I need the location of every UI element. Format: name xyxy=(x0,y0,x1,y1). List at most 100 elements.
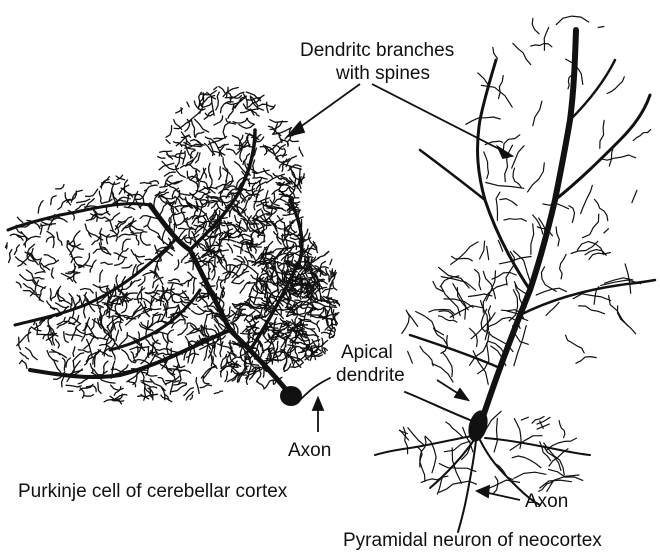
pyramidal-neuron xyxy=(375,16,655,532)
purkinje-spiny-branchlet xyxy=(116,330,118,340)
pyramidal-thin-dendrite xyxy=(500,257,532,264)
pyramidal-thin-dendrite xyxy=(589,253,610,260)
pyramidal-thin-dendrite xyxy=(450,306,484,318)
apical-pointer-arrowhead xyxy=(455,389,468,400)
pyramidal-thin-dendrite xyxy=(579,306,605,314)
purkinje-spiny-branchlet xyxy=(100,228,102,245)
axon-pyramidal-pointer-arrowhead xyxy=(477,486,489,497)
purkinje-spiny-branchlet xyxy=(216,92,219,110)
purkinje-spiny-branchlet xyxy=(84,395,94,397)
purkinje-spiny-branchlet xyxy=(221,193,223,205)
purkinje-spiny-branchlet xyxy=(138,277,145,287)
pyramidal-thin-dendrite xyxy=(536,288,566,295)
pyramidal-thin-dendrite xyxy=(505,145,513,182)
apical-label-line2: dendrite xyxy=(336,365,405,386)
purkinje-spiny-branchlet xyxy=(147,374,157,376)
purkinje-spiny-branchlet xyxy=(131,279,141,285)
pyramidal-thin-dendrite xyxy=(439,481,476,492)
purkinje-axon xyxy=(300,378,330,400)
purkinje-spiny-branchlet xyxy=(158,157,165,159)
purkinje-spiny-branchlet xyxy=(86,189,98,196)
purkinje-spiny-branchlet xyxy=(44,255,56,262)
pyramidal-thin-dendrite xyxy=(607,77,624,94)
purkinje-spiny-branchlet xyxy=(257,189,263,197)
purkinje-spiny-branchlet xyxy=(228,105,234,119)
pyramidal-thin-dendrite xyxy=(528,163,545,192)
pyramidal-thin-dendrite xyxy=(566,335,585,353)
purkinje-spiny-branchlet xyxy=(253,160,255,178)
purkinje-spiny-branchlet xyxy=(175,260,179,270)
purkinje-spiny-branchlet xyxy=(100,340,112,345)
purkinje-spiny-branchlet xyxy=(57,318,70,329)
purkinje-spiny-branchlet xyxy=(216,277,219,290)
pyramidal-thin-dendrite xyxy=(559,421,565,438)
purkinje-spiny-branchlet xyxy=(188,109,202,122)
purkinje-spiny-branchlet xyxy=(227,307,230,316)
purkinje-spiny-branchlet xyxy=(86,323,98,339)
pyramidal-thin-dendrite xyxy=(556,227,559,246)
purkinje-spiny-branchlet xyxy=(56,185,64,189)
purkinje-spiny-branchlet xyxy=(299,147,303,156)
purkinje-spiny-branchlet xyxy=(66,334,83,337)
purkinje-spiny-branchlet xyxy=(136,236,139,245)
purkinje-spiny-branchlet xyxy=(253,177,267,179)
pyramidal-basal-dendrite xyxy=(430,440,474,488)
pyramidal-thin-dendrite xyxy=(504,219,526,221)
purkinje-spiny-branchlet xyxy=(38,201,43,213)
purkinje-spiny-branchlet xyxy=(118,217,131,222)
purkinje-spiny-branchlet xyxy=(170,383,173,395)
purkinje-spiny-branchlet xyxy=(59,300,72,305)
pyramidal-basal-dendrite xyxy=(375,436,472,455)
purkinje-spiny-branchlet xyxy=(147,225,160,238)
purkinje-spiny-branchlet xyxy=(322,289,332,293)
purkinje-spiny-branchlet xyxy=(28,327,32,342)
purkinje-spiny-branchlet xyxy=(9,250,12,263)
purkinje-branch xyxy=(15,240,175,325)
purkinje-spiny-branchlet xyxy=(141,287,143,300)
purkinje-spiny-branchlet xyxy=(328,284,331,303)
purkinje-spiny-branchlet xyxy=(20,360,23,363)
purkinje-spiny-branchlet xyxy=(85,224,91,237)
purkinje-spiny-branchlet xyxy=(227,149,236,153)
pyramidal-thin-dendrite xyxy=(486,271,495,301)
pyramidal-thin-dendrite xyxy=(478,73,489,86)
purkinje-spiny-branchlet xyxy=(73,347,75,357)
purkinje-spiny-branchlet xyxy=(160,151,172,152)
purkinje-spiny-branchlet xyxy=(20,352,29,359)
pyramidal-basal-dendrite xyxy=(485,438,590,455)
purkinje-spiny-branchlet xyxy=(115,259,125,266)
pyramidal-thin-dendrite xyxy=(512,456,541,468)
purkinje-spiny-branchlet xyxy=(168,283,183,286)
purkinje-spiny-branchlet xyxy=(318,251,329,258)
purkinje-spiny-branchlet xyxy=(35,272,45,274)
pyramidal-thin-dendrite xyxy=(420,463,425,482)
purkinje-spiny-branchlet xyxy=(233,118,248,123)
purkinje-spiny-branchlet xyxy=(99,191,101,203)
purkinje-spiny-branchlet xyxy=(254,196,256,210)
pyramidal-thin-dendrite xyxy=(581,185,593,213)
purkinje-spiny-branchlet xyxy=(63,358,66,370)
purkinje-spiny-branchlet xyxy=(169,279,180,282)
purkinje-spiny-branchlet xyxy=(270,120,287,123)
purkinje-spiny-branchlet xyxy=(140,233,150,245)
purkinje-spiny-branchlet xyxy=(188,277,193,287)
pyramidal-thin-dendrite xyxy=(600,120,604,148)
purkinje-spiny-branchlet xyxy=(214,342,216,357)
purkinje-spiny-branchlet xyxy=(122,265,132,268)
pyramidal-thin-dendrite xyxy=(493,47,498,58)
pyramidal-thin-dendrite xyxy=(531,224,534,255)
dendrites-label-line2: with spines xyxy=(335,63,430,84)
purkinje-spiny-branchlet xyxy=(191,120,194,137)
purkinje-spiny-branchlet xyxy=(100,270,103,282)
purkinje-spiny-branchlet xyxy=(50,286,60,299)
purkinje-spiny-branchlet xyxy=(243,154,250,165)
purkinje-spiny-branchlet xyxy=(181,280,192,284)
purkinje-spiny-branchlet xyxy=(166,140,170,144)
purkinje-spiny-branchlet xyxy=(184,388,194,396)
purkinje-spiny-branchlet xyxy=(143,381,145,400)
dendrite-pointer-arrowhead-right xyxy=(498,147,512,158)
purkinje-spiny-branchlet xyxy=(42,222,56,225)
pyramidal-thin-dendrite xyxy=(439,316,458,322)
purkinje-spiny-branchlet xyxy=(93,284,108,288)
pyramidal-thin-dendrite xyxy=(494,418,497,452)
